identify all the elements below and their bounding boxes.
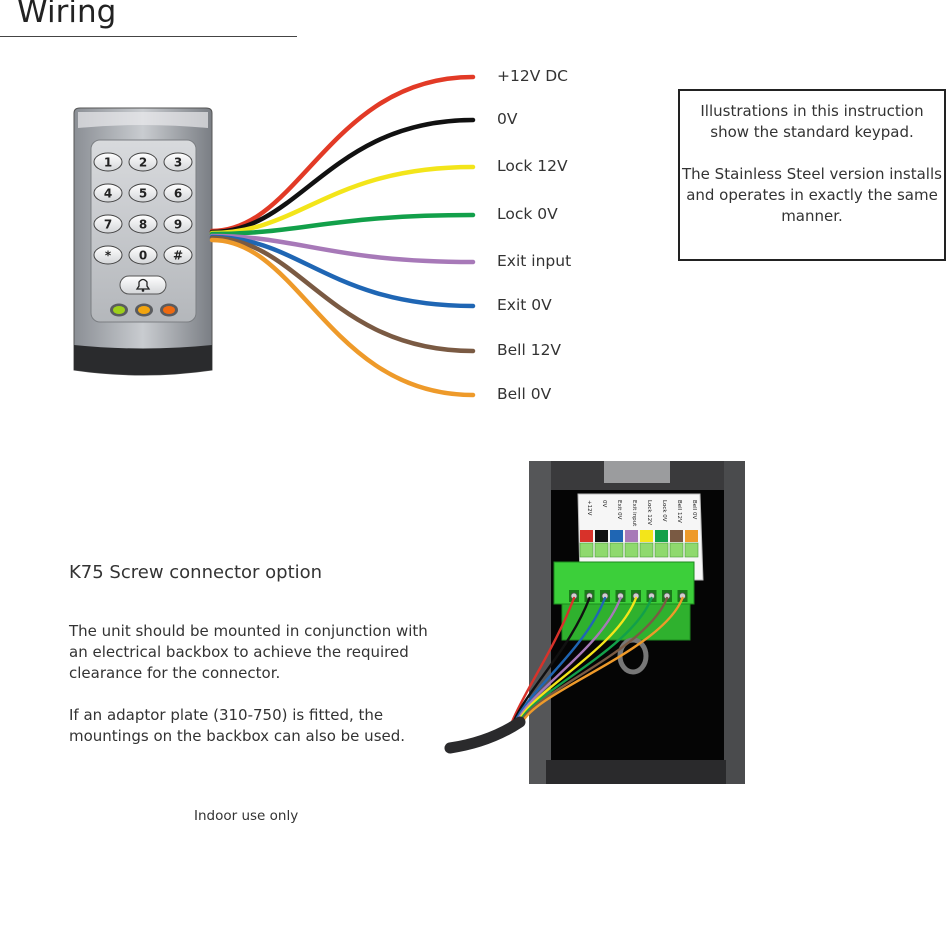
wire-label-2: 0V bbox=[497, 110, 518, 128]
wire-2 bbox=[209, 117, 476, 235]
page-title: Wiring bbox=[17, 0, 117, 30]
terminal-label: +12V bbox=[586, 500, 592, 516]
terminal-screws bbox=[569, 590, 688, 602]
terminal-label: Bell 12V bbox=[676, 500, 682, 523]
terminal-slot bbox=[669, 542, 684, 558]
wire-label-1: +12V DC bbox=[497, 67, 568, 85]
terminal-slot bbox=[624, 542, 639, 558]
key-hash: # bbox=[163, 245, 193, 265]
key-label: 4 bbox=[104, 187, 112, 201]
connector-wire-6 bbox=[518, 596, 653, 724]
key-5: 5 bbox=[128, 183, 158, 203]
wire-label-7: Bell 12V bbox=[497, 341, 562, 359]
bell-icon bbox=[135, 278, 151, 292]
connector-wire-8 bbox=[521, 596, 684, 724]
key-label: # bbox=[173, 249, 183, 263]
connector-wires bbox=[510, 596, 684, 724]
connector-wire-1 bbox=[510, 596, 576, 724]
section-heading: K75 Screw connector option bbox=[69, 562, 323, 583]
keypad-keys: 1 2 3 4 5 6 7 8 9 * 0 # bbox=[93, 152, 193, 265]
terminal-slot bbox=[639, 542, 654, 558]
key-8: 8 bbox=[128, 214, 158, 234]
status-leds bbox=[110, 303, 178, 317]
terminal-color-swatch bbox=[655, 530, 668, 542]
terminal-label: Lock 12V bbox=[646, 500, 652, 525]
wire-7 bbox=[209, 235, 476, 354]
key-7: 7 bbox=[93, 214, 123, 234]
key-3: 3 bbox=[163, 152, 193, 172]
wire-8 bbox=[209, 237, 476, 398]
key-2: 2 bbox=[128, 152, 158, 172]
connector-wire-3 bbox=[513, 596, 607, 724]
key-0: 0 bbox=[128, 245, 158, 265]
wire-label-3: Lock 12V bbox=[497, 157, 568, 175]
wire-label-8: Bell 0V bbox=[497, 385, 552, 403]
terminal-label: Lock 0V bbox=[661, 500, 667, 522]
terminal-slot bbox=[654, 542, 669, 558]
led-light bbox=[138, 306, 150, 314]
key-label: 9 bbox=[174, 218, 182, 232]
terminal-color-swatch bbox=[685, 530, 698, 542]
connector-paragraph-1: The unit should be mounted in conjunctio… bbox=[69, 622, 428, 682]
terminal-label: 0V bbox=[601, 500, 607, 507]
connector-wire-5 bbox=[516, 596, 638, 724]
wire-label-4: Lock 0V bbox=[497, 205, 558, 223]
terminal-color-swatch bbox=[640, 530, 653, 542]
key-6: 6 bbox=[163, 183, 193, 203]
cable-sheath bbox=[444, 716, 526, 754]
key-1: 1 bbox=[93, 152, 123, 172]
screw-terminal-block bbox=[553, 561, 695, 641]
key-star: * bbox=[93, 245, 123, 265]
wire-4 bbox=[209, 212, 476, 237]
wire-3 bbox=[209, 164, 476, 236]
terminal-label: Bell 0V bbox=[691, 500, 697, 519]
keypad-wires bbox=[209, 74, 476, 398]
key-label: 5 bbox=[139, 187, 147, 201]
key-label: 0 bbox=[139, 249, 147, 263]
terminal-label-card: +12V 0V Exit 0V Exit input Lock 12V Lock 0V Be… bbox=[577, 493, 704, 581]
note-box: Illustrations in this instruction show t… bbox=[678, 89, 946, 261]
connector-paragraph-2: If an adaptor plate (310-750) is fitted,… bbox=[69, 706, 406, 745]
terminal-color-swatch bbox=[595, 530, 608, 542]
wire-1 bbox=[209, 74, 476, 234]
wire-label-6: Exit 0V bbox=[497, 296, 552, 314]
keypad: 1 2 3 4 5 6 7 8 9 * 0 # bbox=[73, 107, 213, 376]
note-line-1: Illustrations in this instruction show t… bbox=[700, 102, 924, 141]
led-light bbox=[163, 306, 175, 314]
key-label: 2 bbox=[139, 156, 147, 170]
terminal-color-swatch bbox=[670, 530, 683, 542]
terminal-labels: +12V 0V Exit 0V Exit input Lock 12V Lock 0V Be… bbox=[579, 500, 699, 558]
key-label: 3 bbox=[174, 156, 182, 170]
terminal-slot bbox=[684, 542, 699, 558]
terminal-slot bbox=[594, 542, 609, 558]
terminal-color-swatch bbox=[610, 530, 623, 542]
key-label: * bbox=[105, 249, 112, 263]
terminal-slot bbox=[579, 542, 594, 558]
wire-6 bbox=[209, 234, 476, 309]
key-label: 1 bbox=[104, 156, 112, 170]
terminal-color-swatch bbox=[580, 530, 593, 542]
connector-wire-2 bbox=[512, 596, 591, 724]
wire-5 bbox=[209, 233, 476, 265]
note-line-2: The Stainless Steel version installs and… bbox=[682, 165, 942, 225]
connector-wire-7 bbox=[519, 596, 669, 724]
wire-label-5: Exit input bbox=[497, 252, 572, 270]
key-label: 7 bbox=[104, 218, 112, 232]
key-9: 9 bbox=[163, 214, 193, 234]
led-light bbox=[113, 306, 125, 314]
connector-wire-4 bbox=[515, 596, 622, 724]
key-4: 4 bbox=[93, 183, 123, 203]
terminal-slot bbox=[609, 542, 624, 558]
indoor-use-note: Indoor use only bbox=[194, 808, 299, 824]
key-label: 6 bbox=[174, 187, 182, 201]
title-underline bbox=[0, 36, 297, 37]
connector-illustration: +12V 0V Exit 0V Exit input Lock 12V Lock 0V Be… bbox=[444, 461, 745, 784]
bell-button bbox=[119, 275, 167, 295]
terminal-label: Exit input bbox=[631, 500, 637, 527]
terminal-label: Exit 0V bbox=[616, 500, 622, 520]
terminal-color-swatch bbox=[625, 530, 638, 542]
key-label: 8 bbox=[139, 218, 147, 232]
